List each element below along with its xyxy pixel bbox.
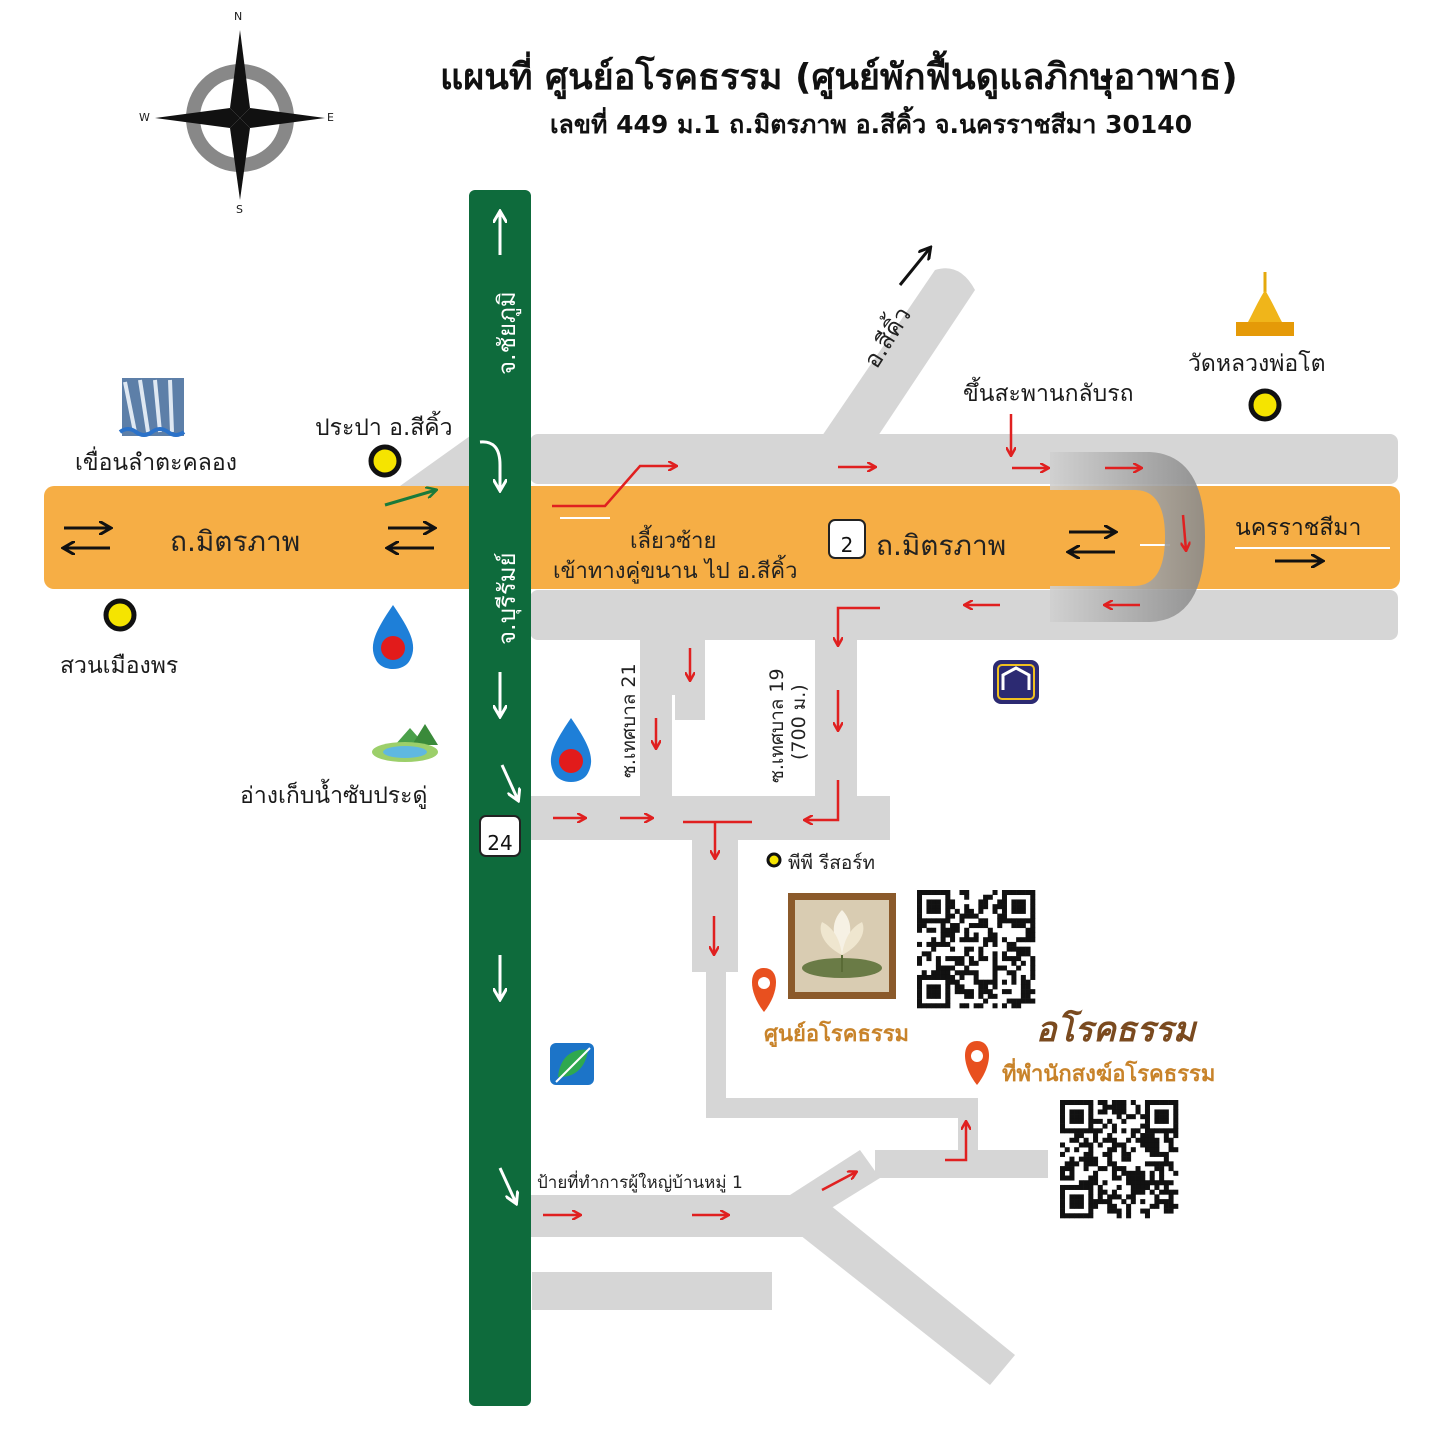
place-residence: ที่พำนักสงฆ์อโรคธรรม xyxy=(1002,1062,1216,1087)
place-markers xyxy=(103,388,1282,868)
place-center: ศูนย์อโรคธรรม xyxy=(764,1022,910,1047)
road-label-mittraphap-east: ถ.มิตรภาพ xyxy=(876,529,1007,562)
place-park: สวนเมืองพร xyxy=(60,653,179,679)
direction-nakhon: นครราชสีมา xyxy=(1235,515,1362,541)
uturn-bridge xyxy=(1050,452,1205,622)
bangchak-station-icon xyxy=(550,1043,594,1085)
svg-text:24: 24 xyxy=(487,831,512,855)
temple-stupa-icon xyxy=(1236,272,1294,336)
highway-arrows xyxy=(479,212,518,1203)
place-waterworks: ประปา อ.สีคิ้ว xyxy=(315,415,453,441)
direction-chaiyaphum: จ.ชัยภูมิ xyxy=(493,291,521,375)
village-sign-label: ป้ายที่ทำการผู้ใหญ่บ้านหมู่ 1 xyxy=(537,1173,743,1193)
compass-rose-icon xyxy=(155,30,325,200)
route-arrows xyxy=(543,414,1186,1215)
compass-w: W xyxy=(139,111,150,124)
location-pin-icon xyxy=(965,1041,989,1085)
turn-left-label: เลี้ยวซ้าย xyxy=(630,529,717,554)
mittraphap-road xyxy=(44,486,1400,589)
svg-text:2: 2 xyxy=(841,533,854,557)
lotus-photo xyxy=(788,893,896,999)
address: เลขที่ 449 ม.1 ถ.มิตรภาพ อ.สีคิ้ว จ.นครร… xyxy=(550,110,1193,139)
compass-e: E xyxy=(327,111,334,124)
route-2-badge: 2 xyxy=(828,519,866,559)
brand-logo: อโรคธรรม xyxy=(1036,1010,1196,1050)
soi-19-distance: (700 ม.) xyxy=(788,684,810,760)
reservoir-icon xyxy=(372,724,438,762)
parallel-road-label: เข้าทางคู่ขนาน ไป อ.สีคิ้ว xyxy=(553,559,798,584)
two-way-arrow-icon xyxy=(64,248,1322,561)
direction-buriram: จ.บุรีรัมย์ xyxy=(493,552,521,645)
highway-24 xyxy=(469,190,531,1406)
dam-icon xyxy=(118,378,186,437)
place-dam: เขื่อนลำตะคลอง xyxy=(75,450,237,476)
place-temple: วัดหลวงพ่อโต xyxy=(1188,351,1326,377)
qr-code-icon xyxy=(917,890,1036,1009)
place-resort: พีพี รีสอร์ท xyxy=(788,852,876,874)
location-pin-icon xyxy=(752,968,776,1012)
place-reservoir: อ่างเก็บน้ำซับประดู่ xyxy=(240,783,428,809)
side-roads xyxy=(400,268,1398,1385)
uturn-label: ขึ้นสะพานกลับรถ xyxy=(963,381,1134,407)
qr-code-icon xyxy=(1060,1100,1179,1219)
bank-icon xyxy=(993,660,1039,704)
road-label-mittraphap-west: ถ.มิตรภาพ xyxy=(170,525,301,558)
route-24-badge: 24 xyxy=(479,815,521,857)
soi-21-label: ซ.เทศบาล 21 xyxy=(618,663,640,778)
ptt-station-icon xyxy=(550,718,592,782)
ptt-station-icon xyxy=(372,605,414,669)
compass-n: N xyxy=(234,10,243,23)
page-title: แผนที่ ศูนย์อโรคธรรม (ศูนย์พักฟื้นดูแลภิ… xyxy=(440,57,1238,98)
compass-s: S xyxy=(236,203,243,216)
